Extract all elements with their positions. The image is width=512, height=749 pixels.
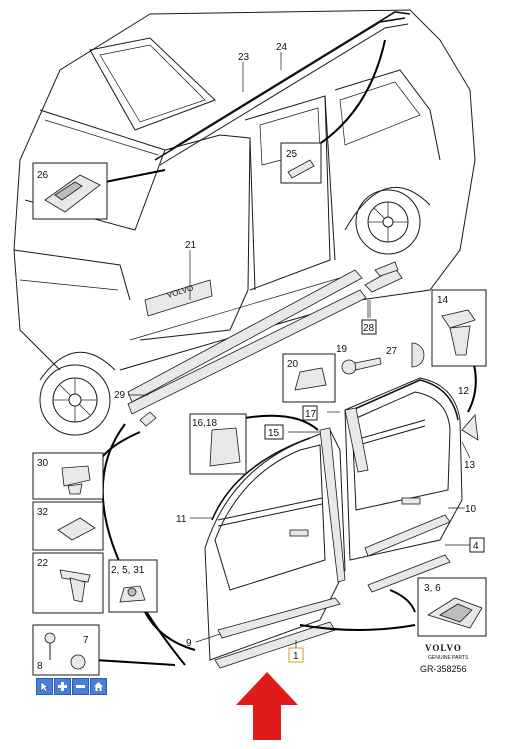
callout-32: 32 bbox=[37, 507, 49, 518]
callout-14: 14 bbox=[437, 295, 449, 306]
callout-19: 19 bbox=[336, 344, 348, 355]
part-27-cap bbox=[411, 342, 425, 368]
inset-box-16-18 bbox=[189, 413, 247, 475]
select-button[interactable] bbox=[36, 678, 53, 695]
red-pointer-arrow bbox=[236, 672, 298, 740]
callout-29: 29 bbox=[114, 390, 126, 401]
inset-box-7-8 bbox=[32, 624, 100, 676]
callout-24: 24 bbox=[276, 42, 288, 53]
zoom-out-button[interactable] bbox=[72, 678, 89, 695]
callout-8: 8 bbox=[37, 661, 43, 672]
leader-lines bbox=[94, 39, 477, 666]
callout-11: 11 bbox=[176, 514, 187, 525]
brand-logo: VOLVO GENUINE PARTS bbox=[425, 643, 469, 661]
callout-22: 22 bbox=[37, 558, 49, 569]
roof-rails bbox=[154, 11, 411, 166]
zoom-in-button[interactable] bbox=[54, 678, 71, 695]
part-19-screw bbox=[341, 357, 382, 375]
part-13-cover bbox=[461, 414, 479, 441]
car-body bbox=[13, 9, 476, 436]
cursor-icon bbox=[40, 681, 49, 692]
plus-icon bbox=[58, 682, 67, 691]
callout-27: 27 bbox=[386, 346, 398, 357]
callout-16-18: 16,18 bbox=[192, 418, 217, 429]
zoom-toolbar bbox=[36, 678, 107, 695]
callout-10: 10 bbox=[465, 504, 477, 515]
labels: 23 24 26 25 21 28 14 20 19 27 12 29 17 1… bbox=[37, 42, 485, 672]
rear-door bbox=[344, 377, 463, 593]
callout-4: 4 bbox=[473, 541, 479, 552]
callout-15: 15 bbox=[268, 428, 280, 439]
callout-9: 9 bbox=[186, 638, 192, 649]
inset-box-26 bbox=[32, 162, 108, 220]
callout-13: 13 bbox=[464, 460, 476, 471]
callout-3-6: 3, 6 bbox=[424, 583, 441, 594]
callout-1: 1 bbox=[293, 651, 299, 662]
inset-box-14 bbox=[431, 289, 487, 367]
callout-17: 17 bbox=[305, 409, 317, 420]
callout-30: 30 bbox=[37, 458, 49, 469]
brand-sub: GENUINE PARTS bbox=[428, 655, 469, 661]
home-icon bbox=[94, 682, 103, 691]
inset-box-22 bbox=[32, 552, 104, 614]
minus-icon bbox=[76, 685, 85, 688]
inset-box-3-6 bbox=[417, 577, 487, 637]
part-28-trim bbox=[364, 261, 403, 318]
callout-2-5-31: 2, 5, 31 bbox=[111, 565, 145, 576]
inset-box-25 bbox=[280, 142, 322, 184]
callout-23: 23 bbox=[238, 52, 250, 63]
sill-moulding bbox=[127, 269, 367, 427]
inset-box-32 bbox=[32, 501, 104, 551]
inset-box-30 bbox=[32, 452, 104, 500]
callout-26: 26 bbox=[37, 170, 49, 181]
inset-box-2-5-31 bbox=[108, 559, 158, 613]
callout-12: 12 bbox=[458, 386, 470, 397]
figure-code: GR-358256 bbox=[420, 664, 467, 674]
home-button[interactable] bbox=[90, 678, 107, 695]
brand-name: VOLVO bbox=[425, 643, 462, 653]
front-door bbox=[204, 427, 346, 669]
inset-box-20 bbox=[282, 353, 336, 403]
callout-25: 25 bbox=[286, 149, 298, 160]
callout-28: 28 bbox=[363, 323, 375, 334]
callout-20: 20 bbox=[287, 359, 299, 370]
callout-7: 7 bbox=[83, 635, 89, 646]
callout-21: 21 bbox=[185, 240, 197, 251]
